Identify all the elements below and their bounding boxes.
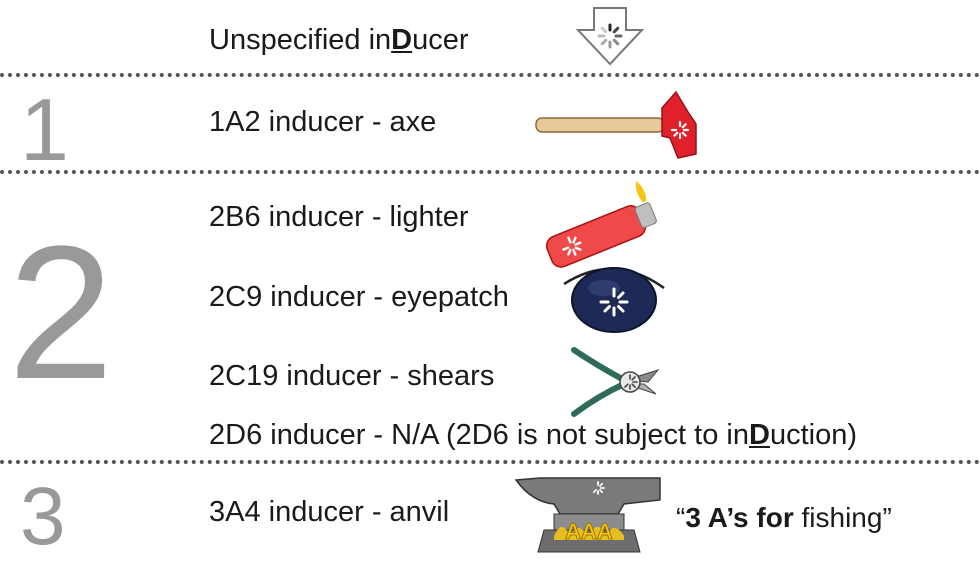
label-prefix: Unspecified in	[209, 24, 392, 56]
section-number-1: 1	[20, 80, 69, 179]
eyepatch-icon	[563, 267, 665, 333]
separator-2	[0, 170, 980, 174]
quote-bold: 3 A’s for	[685, 502, 794, 533]
anvil-aaa-label: AAA	[565, 519, 613, 544]
anvil-icon: AAA	[514, 477, 661, 553]
unspecified-inducer-label: Unspecified inDucer	[209, 26, 469, 55]
separator-3	[0, 460, 980, 464]
label-suffix: ucer	[412, 24, 469, 56]
row-2d6-emphasis: D	[748, 419, 770, 451]
row-shears: 2C19 inducer - shears	[209, 360, 495, 392]
loading-arrow-icon	[575, 7, 645, 66]
separator-1	[0, 73, 980, 77]
quote-rest: fishing”	[793, 502, 892, 533]
shears-icon	[571, 347, 660, 417]
quote-open: “	[676, 502, 686, 533]
row-2d6-suffix: uction)	[769, 419, 857, 451]
label-emphasis: D	[391, 24, 413, 56]
row-eyepatch: 2C9 inducer - eyepatch	[209, 281, 509, 313]
row-2d6-na: 2D6 inducer - N/A (2D6 is not subject to…	[209, 421, 857, 450]
section-number-3: 3	[20, 471, 66, 562]
lighter-icon	[545, 181, 657, 268]
row-lighter: 2B6 inducer - lighter	[209, 201, 469, 233]
row-2d6-prefix: 2D6 inducer - N/A (2D6 is not subject to…	[209, 419, 749, 451]
fishing-quote: “3 A’s for fishing”	[676, 504, 892, 532]
axe-icon	[535, 90, 697, 159]
row-axe: 1A2 inducer - axe	[209, 106, 437, 138]
section-number-2: 2	[8, 207, 114, 419]
row-anvil: 3A4 inducer - anvil	[209, 496, 450, 528]
